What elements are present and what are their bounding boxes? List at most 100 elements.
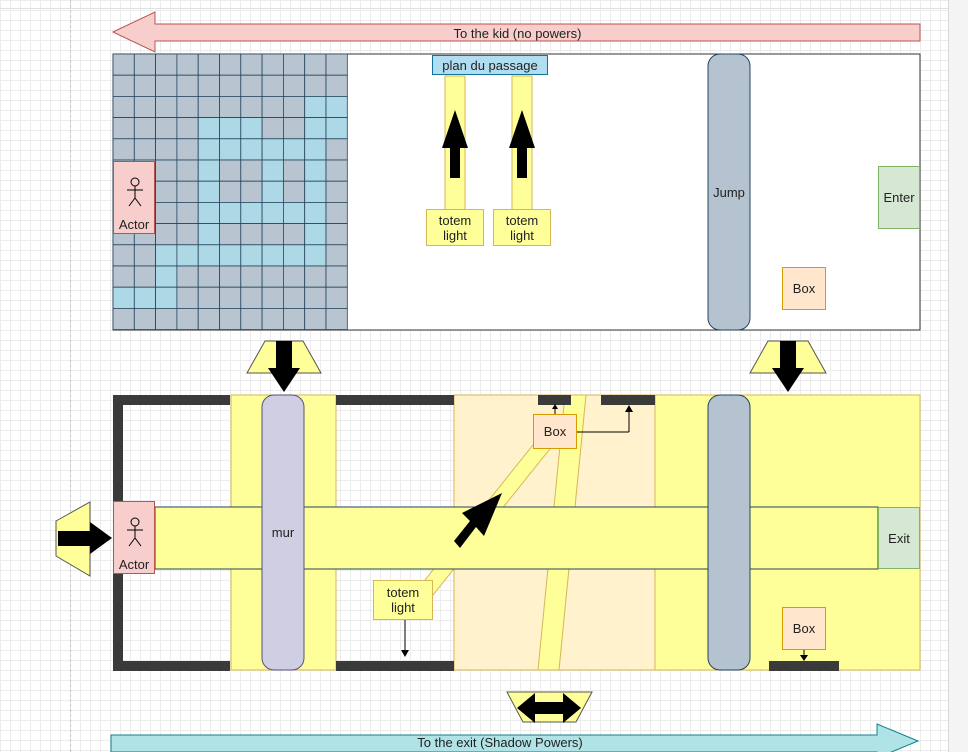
grid-tile xyxy=(219,96,242,119)
grid-tile xyxy=(133,117,157,140)
grid-tile xyxy=(240,74,263,97)
grid-tile xyxy=(282,74,306,97)
grid-path-tile xyxy=(155,286,178,309)
grid-tile xyxy=(155,138,178,161)
grid-tile xyxy=(176,138,199,161)
grid-tile xyxy=(112,117,135,140)
grid-tile xyxy=(155,223,178,246)
grid-tile xyxy=(219,74,242,97)
grid-tile xyxy=(155,159,178,182)
wall-bottom-1[interactable] xyxy=(113,661,230,671)
exit-node[interactable]: Exit xyxy=(878,507,920,569)
grid-tile xyxy=(197,286,220,309)
grid-tile xyxy=(261,265,284,288)
grid-tile xyxy=(304,53,327,76)
top-totem-left[interactable]: totem light xyxy=(426,209,484,246)
grid-tile xyxy=(325,265,348,288)
grid-path-tile xyxy=(197,201,220,224)
plan-label[interactable]: plan du passage xyxy=(432,55,548,75)
wall-bottom-3[interactable] xyxy=(769,661,839,671)
grid-tile xyxy=(176,74,199,97)
page-guide-line xyxy=(70,0,71,752)
link-totem-head xyxy=(401,650,409,657)
grid-path-tile xyxy=(197,244,220,267)
grid-tile xyxy=(155,74,178,97)
grid-tile xyxy=(112,74,135,97)
top-jump-pillar[interactable] xyxy=(707,53,751,331)
grid-path-tile xyxy=(261,201,284,224)
grid-tile xyxy=(261,53,284,76)
top-actor-node[interactable]: Actor xyxy=(113,161,155,234)
arrow-to-exit[interactable] xyxy=(110,723,920,752)
grid-tile xyxy=(282,223,306,246)
grid-tile xyxy=(219,286,242,309)
grid-tile xyxy=(261,307,284,330)
top-box[interactable]: Box xyxy=(782,267,826,310)
grid-path-tile xyxy=(261,244,284,267)
bottom-actor-node[interactable]: Actor xyxy=(113,501,155,574)
left-arrow xyxy=(58,522,112,554)
bottom-totem[interactable]: totem light xyxy=(373,580,433,620)
grid-tile xyxy=(176,159,199,182)
down-arrow-left xyxy=(268,341,300,392)
grid-path-tile xyxy=(112,286,135,309)
bottom-jump-pillar[interactable] xyxy=(707,394,751,671)
grid-tile xyxy=(176,53,199,76)
arrow-to-kid[interactable] xyxy=(111,11,921,53)
grid-path-tile xyxy=(240,201,263,224)
grid-path-tile xyxy=(197,138,220,161)
grid-tile xyxy=(133,244,157,267)
grid-tile xyxy=(304,286,327,309)
grid-tile xyxy=(112,244,135,267)
grid-tile xyxy=(155,117,178,140)
grid-path-tile xyxy=(304,180,327,203)
grid-tile xyxy=(176,201,199,224)
mur-label: mur xyxy=(271,524,295,540)
grid-tile xyxy=(325,53,348,76)
grid-path-tile xyxy=(197,180,220,203)
grid-path-tile xyxy=(304,159,327,182)
grid-tile xyxy=(240,223,263,246)
wall-top-4[interactable] xyxy=(601,395,655,405)
grid-tile xyxy=(325,74,348,97)
arrow-to-kid-label: To the kid (no powers) xyxy=(453,25,582,41)
grid-path-tile xyxy=(261,180,284,203)
grid-tile xyxy=(325,307,348,330)
grid-tile xyxy=(133,96,157,119)
wall-bottom-2[interactable] xyxy=(336,661,454,671)
wall-top-2[interactable] xyxy=(336,395,454,405)
grid-path-tile xyxy=(219,244,242,267)
grid-tile xyxy=(133,74,157,97)
grid-tile xyxy=(155,53,178,76)
grid-path-tile xyxy=(219,201,242,224)
top-totem-right[interactable]: totem light xyxy=(493,209,551,246)
grid-tile xyxy=(176,265,199,288)
wall-top-3[interactable] xyxy=(538,395,571,405)
grid-tile xyxy=(261,96,284,119)
mur-pillar[interactable] xyxy=(261,394,305,671)
grid-path-tile xyxy=(325,96,348,119)
wall-top-1[interactable] xyxy=(113,395,230,405)
grid-path-tile xyxy=(261,159,284,182)
grid-tile xyxy=(282,53,306,76)
grid-tile xyxy=(282,96,306,119)
jump-label: Jump xyxy=(713,184,745,200)
grid-tile xyxy=(261,74,284,97)
up-arrow-left xyxy=(442,110,468,178)
grid-path-tile xyxy=(197,159,220,182)
grid-path-tile xyxy=(219,117,242,140)
double-arrow xyxy=(517,693,581,723)
bottom-box-top[interactable]: Box xyxy=(533,414,577,449)
grid-tile xyxy=(219,53,242,76)
grid-tile xyxy=(304,74,327,97)
grid-path-tile xyxy=(282,138,306,161)
grid-tile xyxy=(240,180,263,203)
grid-path-tile xyxy=(155,265,178,288)
grid-tile xyxy=(133,53,157,76)
grid-tile xyxy=(325,138,348,161)
grid-tile xyxy=(197,74,220,97)
grid-tile xyxy=(197,265,220,288)
enter-node[interactable]: Enter xyxy=(878,166,920,229)
bottom-box-bottom[interactable]: Box xyxy=(782,607,826,650)
grid-path-tile xyxy=(261,138,284,161)
